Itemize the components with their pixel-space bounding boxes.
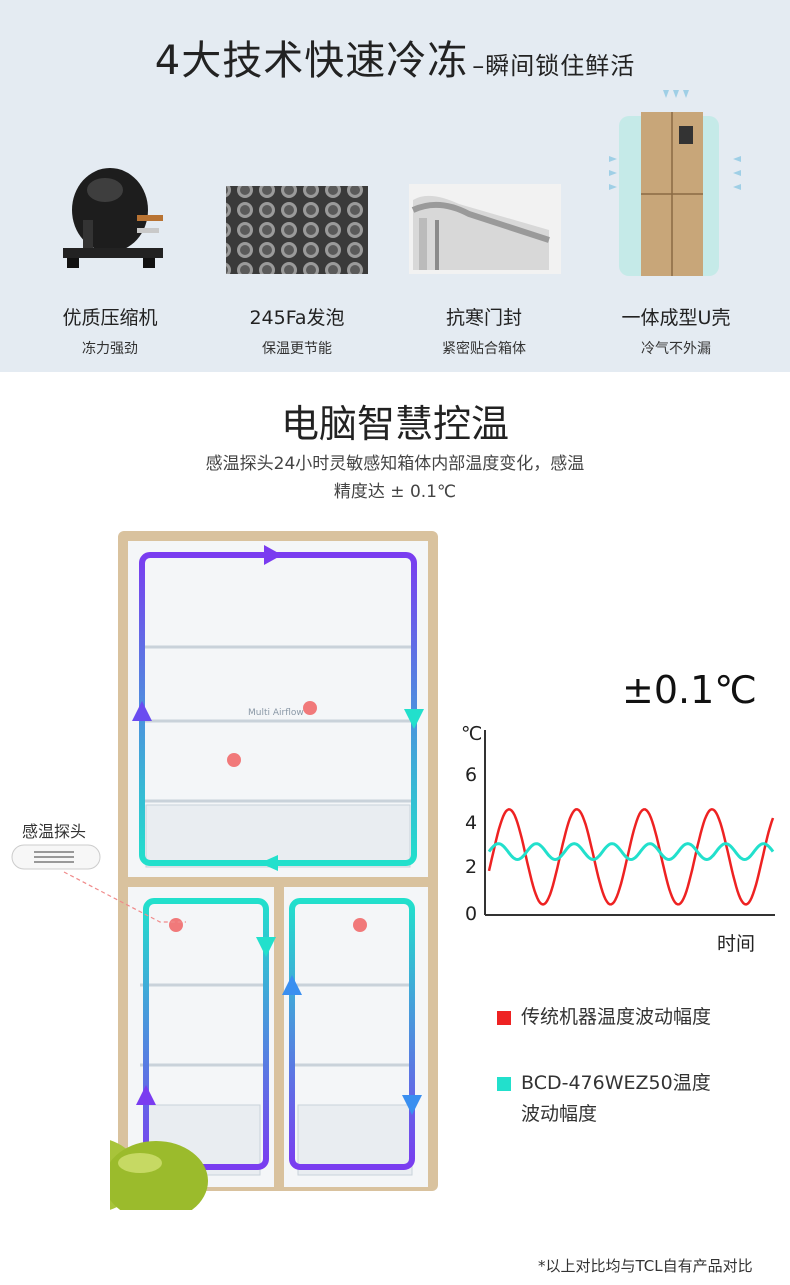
y-tick-label: 2	[465, 856, 477, 878]
section-desc-line2: 精度达 ± 0.1℃	[333, 482, 457, 502]
precision-label: ±0.1℃	[622, 668, 757, 712]
fridge-u-shell-image	[591, 86, 761, 280]
feature-door-seal: 抗寒门封 紧密贴合箱体	[399, 160, 569, 357]
feature-name: 一体成型U壳	[621, 307, 731, 329]
legend-swatch-red	[497, 1010, 511, 1025]
series-line-traditional	[487, 807, 775, 906]
feature-desc: 冷气不外漏	[641, 341, 711, 357]
feature-name: 245Fa发泡	[249, 307, 345, 329]
section-description: 感温探头24小时灵敏感知箱体内部温度变化，感温 精度达 ± 0.1℃	[140, 450, 650, 506]
x-axis-label: 时间	[717, 933, 755, 955]
legend-label: 传统机器温度波动幅度	[521, 1006, 712, 1028]
feature-compressor: 优质压缩机 冻力强劲	[25, 160, 195, 357]
airflow-label: Multi Airflow	[248, 708, 304, 718]
page-title: 4大技术快速冷冻–瞬间锁住鲜活	[0, 28, 790, 86]
feature-u-shell: 一体成型U壳 冷气不外漏	[591, 86, 761, 357]
door-seal-image	[399, 160, 569, 280]
y-tick-label: 0	[465, 903, 477, 925]
probe-label: 感温探头	[22, 822, 87, 841]
legend-item-bcd: BCD-476WEZ50温度 波动幅度	[497, 1068, 711, 1126]
y-axis-label: ℃	[461, 723, 482, 745]
top-feature-panel: 4大技术快速冷冻–瞬间锁住鲜活 优质压缩机 冻力强劲	[0, 0, 790, 372]
y-tick-label: 4	[465, 812, 477, 834]
foam-image	[212, 160, 382, 280]
y-tick-label: 6	[465, 764, 477, 786]
fridge-illustration: Multi Airflow	[40, 525, 450, 1221]
feature-name: 抗寒门封	[445, 307, 522, 329]
feature-foam: 245Fa发泡 保温更节能	[212, 160, 382, 357]
feature-name: 优质压缩机	[62, 307, 158, 329]
feature-desc: 冻力强劲	[82, 341, 138, 357]
legend-item-traditional: 传统机器温度波动幅度	[497, 1002, 711, 1029]
footnote: *以上对比均与TCL自有产品对比	[538, 1257, 753, 1275]
title-main: 4大技术快速冷冻	[154, 38, 469, 84]
feature-desc: 保温更节能	[262, 341, 332, 357]
legend-label-cont: 波动幅度	[521, 1103, 598, 1125]
compressor-image	[25, 160, 195, 280]
temperature-chart: ℃ 6 4 2 0 时间	[455, 640, 790, 970]
probe-device	[10, 842, 102, 872]
section-desc-line1: 感温探头24小时灵敏感知箱体内部温度变化，感温	[205, 454, 585, 474]
section-title: 电脑智慧控温	[280, 402, 509, 446]
legend-label: BCD-476WEZ50温度	[521, 1072, 711, 1094]
feature-desc: 紧密贴合箱体	[442, 341, 526, 357]
legend-swatch-cyan	[497, 1076, 511, 1091]
series-line-bcd	[487, 842, 775, 862]
probe-connector-line	[63, 871, 186, 923]
title-subtitle: –瞬间锁住鲜活	[472, 52, 636, 80]
